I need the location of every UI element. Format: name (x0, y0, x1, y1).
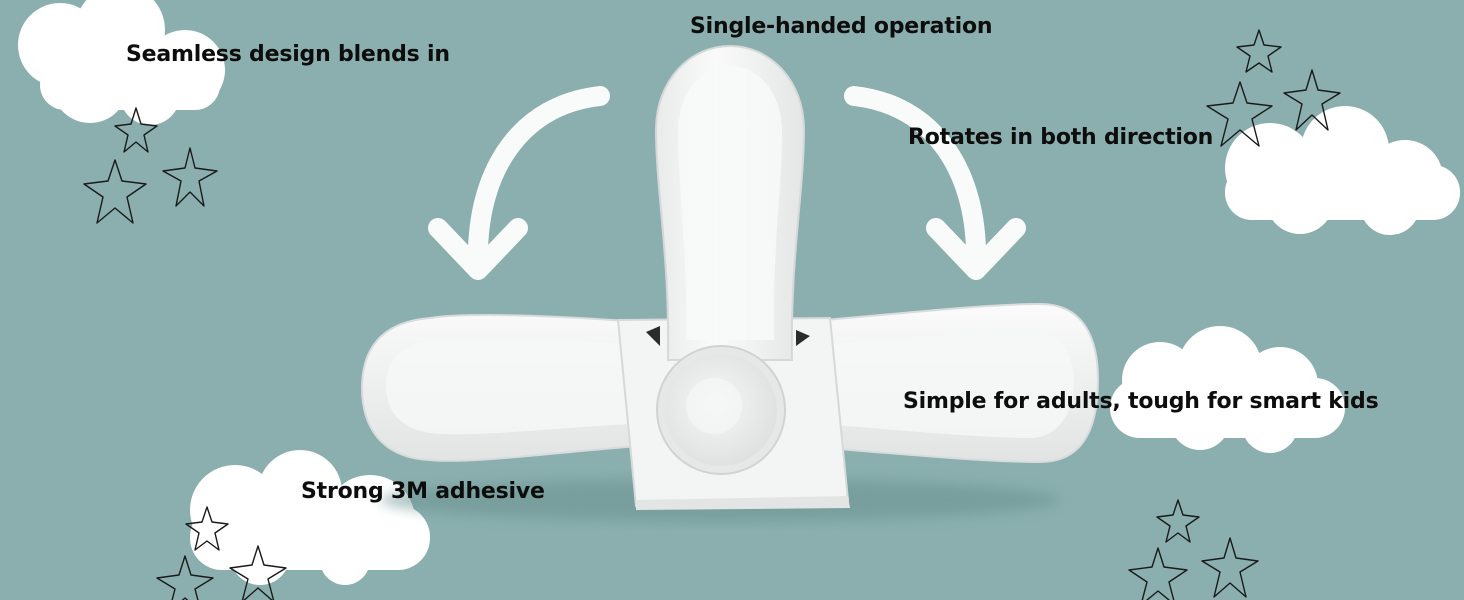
feature-label-adhesive: Strong 3M adhesive (301, 479, 545, 504)
rotation-arrow-left-icon (428, 86, 610, 280)
cloud-top-right (1225, 106, 1460, 235)
cloud-top-left (18, 0, 225, 125)
feature-label-single-handed: Single-handed operation (690, 14, 993, 39)
feature-label-rotates: Rotates in both direction (908, 125, 1214, 150)
stars-bottom-left (156, 506, 287, 600)
stars-top-left (83, 107, 218, 224)
feature-label-simple: Simple for adults, tough for smart kids (903, 389, 1379, 414)
stars-top-right (1206, 29, 1341, 147)
cloud-middle-right (1110, 326, 1345, 453)
stars-bottom-right (1128, 499, 1259, 600)
feature-label-seamless: Seamless design blends in (126, 42, 450, 67)
door-lock-product (360, 44, 1100, 510)
cloud-bottom-left (190, 450, 430, 585)
rotation-arrow-right-icon (844, 86, 1026, 280)
